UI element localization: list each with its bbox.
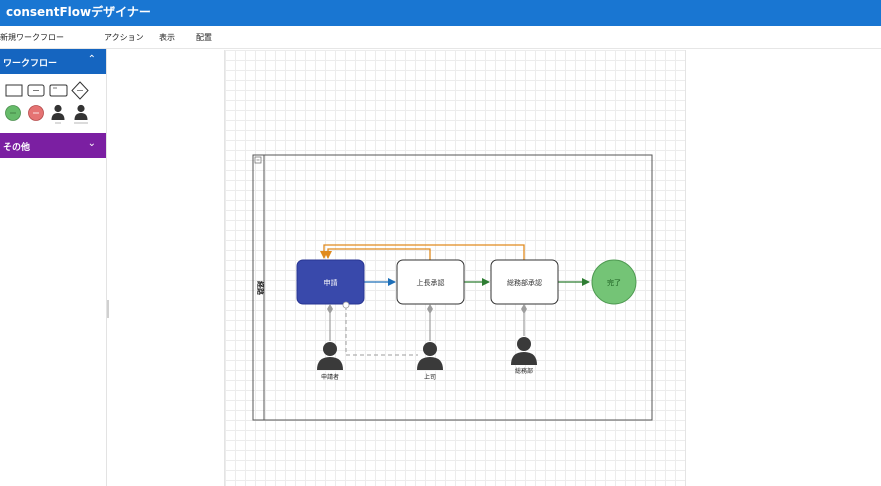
node-general-affairs-approve-label: 総務部承認: [507, 278, 542, 287]
menu-action[interactable]: アクション: [104, 33, 144, 42]
node-boss-approve-label: 上長承認: [417, 278, 445, 287]
panel-workflow-header[interactable]: ワークフロー ⌃: [0, 49, 106, 74]
rounded-rectangle-shape-icon[interactable]: [27, 84, 45, 97]
actor-link-applicant[interactable]: [327, 304, 333, 341]
node-complete[interactable]: 完了: [591, 259, 637, 305]
person-icon[interactable]: [51, 104, 65, 124]
node-apply[interactable]: 申請: [296, 259, 365, 305]
panel-other-label: その他: [3, 143, 31, 153]
return-arrow-from-boss[interactable]: [324, 248, 431, 261]
return-arrow-from-general-affairs[interactable]: [320, 244, 525, 261]
lane-label: 経路: [256, 281, 265, 296]
node-apply-label: 申請: [324, 278, 338, 287]
person-icon: [511, 337, 537, 365]
actor-general-affairs-label: 総務部: [515, 367, 533, 375]
chevron-up-icon: ⌃: [87, 54, 96, 65]
actor-boss[interactable]: 上司: [417, 342, 443, 381]
person-icon: [417, 342, 443, 370]
lane-collapse-icon[interactable]: [254, 156, 262, 164]
person-icon: [317, 342, 343, 370]
actor-applicant[interactable]: 申請者: [317, 342, 343, 381]
sidebar-splitter-handle[interactable]: [107, 300, 109, 318]
group-person-icon[interactable]: [74, 104, 88, 124]
node-general-affairs-approve[interactable]: 総務部承認: [490, 259, 559, 305]
card-shape-icon[interactable]: [49, 84, 68, 97]
actor-link-boss[interactable]: [427, 304, 433, 341]
dashed-association-link[interactable]: [342, 301, 418, 356]
app-title: consentFlowデザイナー: [6, 5, 151, 19]
menu-new-workflow[interactable]: 新規ワークフロー: [0, 33, 64, 42]
menu-view[interactable]: 表示: [159, 33, 175, 42]
node-complete-label: 完了: [607, 278, 621, 287]
end-circle-icon[interactable]: [28, 105, 44, 121]
panel-other-header[interactable]: その他 ⌄: [0, 133, 106, 158]
chevron-down-icon: ⌄: [87, 138, 96, 149]
node-boss-approve[interactable]: 上長承認: [396, 259, 465, 305]
start-circle-icon[interactable]: [5, 105, 21, 121]
actor-link-general-affairs[interactable]: [521, 304, 527, 336]
rectangle-shape-icon[interactable]: [5, 84, 23, 97]
menu-arrange[interactable]: 配置: [196, 33, 212, 42]
diamond-shape-icon[interactable]: [71, 81, 89, 100]
shape-sidebar: ワークフロー ⌃: [0, 49, 107, 486]
swimlane-pool[interactable]: [252, 154, 653, 421]
actor-boss-label: 上司: [424, 373, 436, 381]
panel-workflow-label: ワークフロー: [3, 59, 58, 69]
actor-applicant-label: 申請者: [321, 373, 339, 381]
title-bar: consentFlowデザイナー: [0, 0, 881, 26]
actor-general-affairs[interactable]: 総務部: [511, 337, 537, 375]
shape-palette: [5, 81, 89, 124]
menu-bar: 新規ワークフロー アクション 表示 配置: [0, 27, 881, 49]
